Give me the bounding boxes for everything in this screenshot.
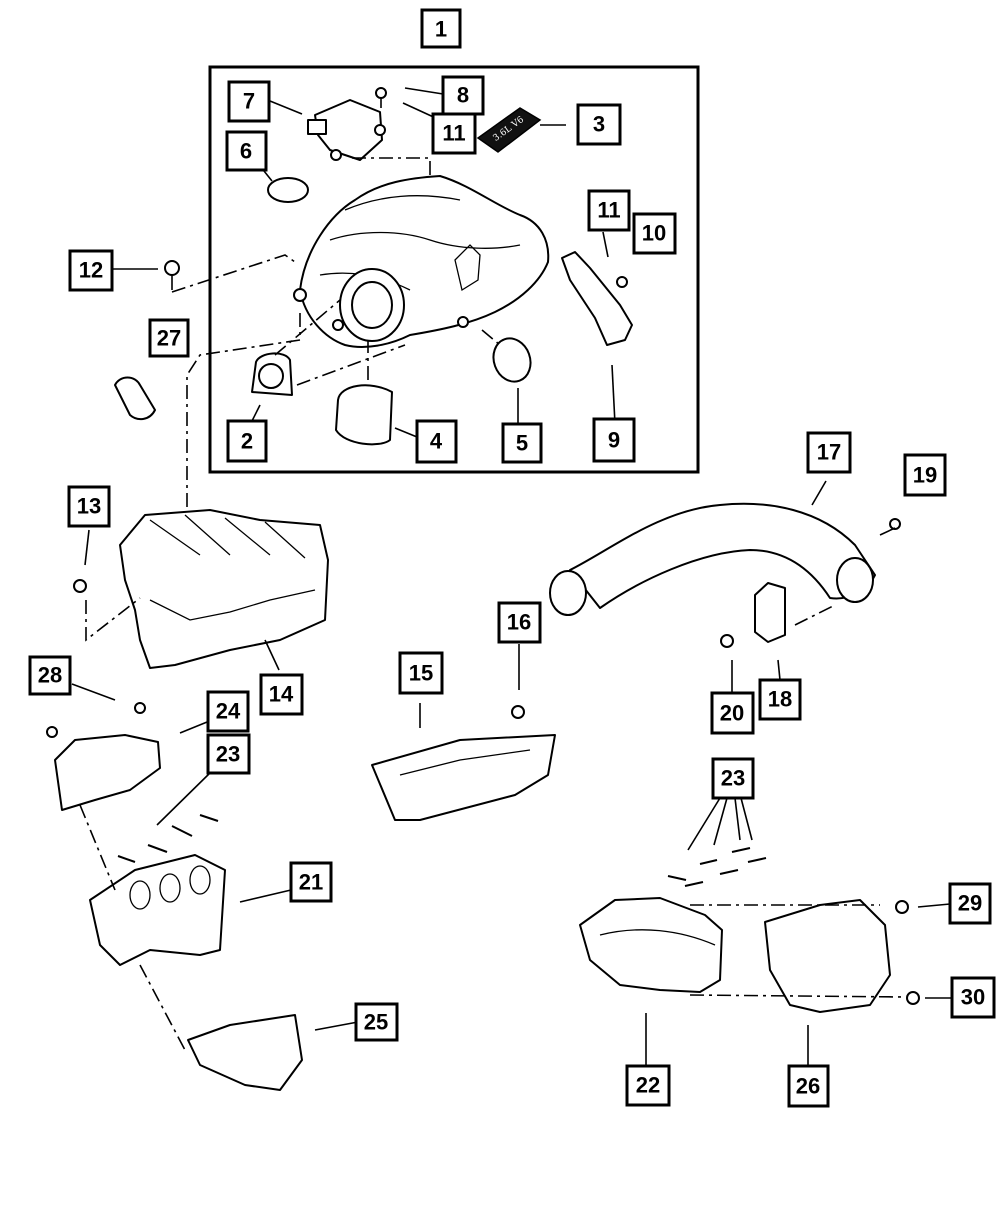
- svg-text:20: 20: [720, 701, 744, 726]
- callout-10: 10: [632, 212, 677, 255]
- bolts-23-left: [117, 814, 219, 863]
- fitting-27: [114, 376, 156, 421]
- svg-text:25: 25: [364, 1010, 388, 1035]
- callout-26: 26: [787, 1064, 830, 1108]
- svg-text:2: 2: [241, 429, 253, 454]
- callout-11-upper: 11: [431, 112, 477, 155]
- callout-23-right: 23: [711, 757, 755, 800]
- svg-text:3: 3: [593, 112, 605, 137]
- callout-28: 28: [28, 655, 72, 696]
- leader-lines: [71, 87, 952, 1066]
- nut-20: [720, 634, 734, 648]
- svg-text:11: 11: [597, 198, 620, 223]
- bolt-10: [616, 276, 628, 288]
- gasket-4: [335, 384, 393, 446]
- crossover-pipe: [549, 502, 876, 616]
- callout-19: 19: [903, 453, 947, 497]
- plug: [267, 177, 309, 203]
- callout-18: 18: [758, 678, 802, 721]
- callout-23-left: 23: [206, 733, 251, 775]
- callout-13: 13: [67, 485, 111, 528]
- svg-text:26: 26: [796, 1074, 820, 1099]
- svg-text:10: 10: [642, 221, 666, 246]
- exhaust-manifold-22: [579, 897, 723, 993]
- callout-5: 5: [501, 422, 543, 464]
- svg-text:21: 21: [299, 870, 323, 895]
- svg-text:12: 12: [79, 258, 103, 283]
- svg-text:16: 16: [507, 610, 531, 635]
- callout-24: 24: [206, 690, 250, 733]
- callout-15: 15: [398, 651, 444, 695]
- heat-shield-25: [187, 1014, 303, 1091]
- screw-8: [375, 87, 387, 108]
- bolt-28: [134, 702, 146, 714]
- callout-17: 17: [806, 431, 852, 474]
- callout-25: 25: [354, 1002, 399, 1042]
- bolt-13: [73, 579, 87, 593]
- heat-shield-24: [54, 734, 161, 811]
- throttle-gasket: [251, 352, 293, 396]
- stud-left: [46, 726, 58, 738]
- svg-text:29: 29: [958, 891, 982, 916]
- bolt-29: [895, 900, 909, 914]
- bracket-9: [561, 251, 633, 346]
- svg-text:14: 14: [269, 682, 294, 707]
- svg-text:11: 11: [442, 121, 465, 146]
- gasket-18: [754, 582, 786, 643]
- callout-4: 4: [415, 419, 458, 464]
- callout-8: 8: [441, 75, 485, 116]
- svg-text:5: 5: [516, 431, 528, 456]
- upper-intake-manifold: [293, 175, 550, 348]
- svg-text:1: 1: [435, 17, 447, 42]
- callout-3: 3: [576, 103, 622, 146]
- callout-7: 7: [227, 80, 271, 123]
- callout-30: 30: [950, 976, 996, 1019]
- callout-21: 21: [289, 861, 333, 903]
- callout-20: 20: [710, 691, 755, 735]
- svg-text:23: 23: [721, 766, 745, 791]
- svg-text:15: 15: [409, 661, 433, 686]
- svg-text:7: 7: [243, 89, 255, 114]
- svg-text:18: 18: [768, 687, 792, 712]
- callout-22: 22: [625, 1064, 671, 1107]
- callout-12: 12: [68, 249, 114, 292]
- callout-6: 6: [225, 130, 268, 172]
- svg-text:30: 30: [961, 985, 985, 1010]
- exhaust-manifold-21: [89, 854, 226, 966]
- callout-16: 16: [497, 601, 542, 644]
- callout-9: 9: [592, 417, 636, 463]
- map-sensor: [307, 99, 386, 161]
- callout-29: 29: [948, 882, 992, 925]
- svg-text:28: 28: [38, 663, 62, 688]
- svg-text:24: 24: [216, 699, 241, 724]
- svg-text:19: 19: [913, 463, 937, 488]
- callout-27: 27: [148, 318, 190, 358]
- svg-text:17: 17: [817, 440, 841, 465]
- svg-text:4: 4: [430, 429, 443, 454]
- bolt-16: [511, 705, 525, 719]
- bolts-23-right: [667, 847, 767, 887]
- svg-text:9: 9: [608, 428, 620, 453]
- callout-11-right: 11: [587, 189, 631, 232]
- bolt-12: [164, 260, 180, 290]
- svg-text:22: 22: [636, 1073, 660, 1098]
- upper-manifold-group-frame: [208, 65, 700, 474]
- svg-text:13: 13: [77, 494, 101, 519]
- o-ring-5: [492, 337, 532, 383]
- assembly-lines: [79, 157, 906, 1051]
- callout-2: 2: [226, 419, 268, 463]
- callout-14: 14: [259, 673, 304, 716]
- engine-badge: 3.6L V6: [476, 107, 542, 153]
- heat-shield-26: [764, 899, 891, 1013]
- heat-shield-15: [371, 734, 556, 821]
- bolt-19: [889, 518, 901, 530]
- callout-1: 1: [420, 8, 462, 49]
- svg-text:6: 6: [240, 139, 252, 164]
- lower-intake-manifold: [119, 509, 329, 669]
- nut-30: [906, 991, 920, 1005]
- svg-text:23: 23: [216, 742, 240, 767]
- svg-text:27: 27: [157, 326, 181, 351]
- svg-text:8: 8: [457, 83, 469, 108]
